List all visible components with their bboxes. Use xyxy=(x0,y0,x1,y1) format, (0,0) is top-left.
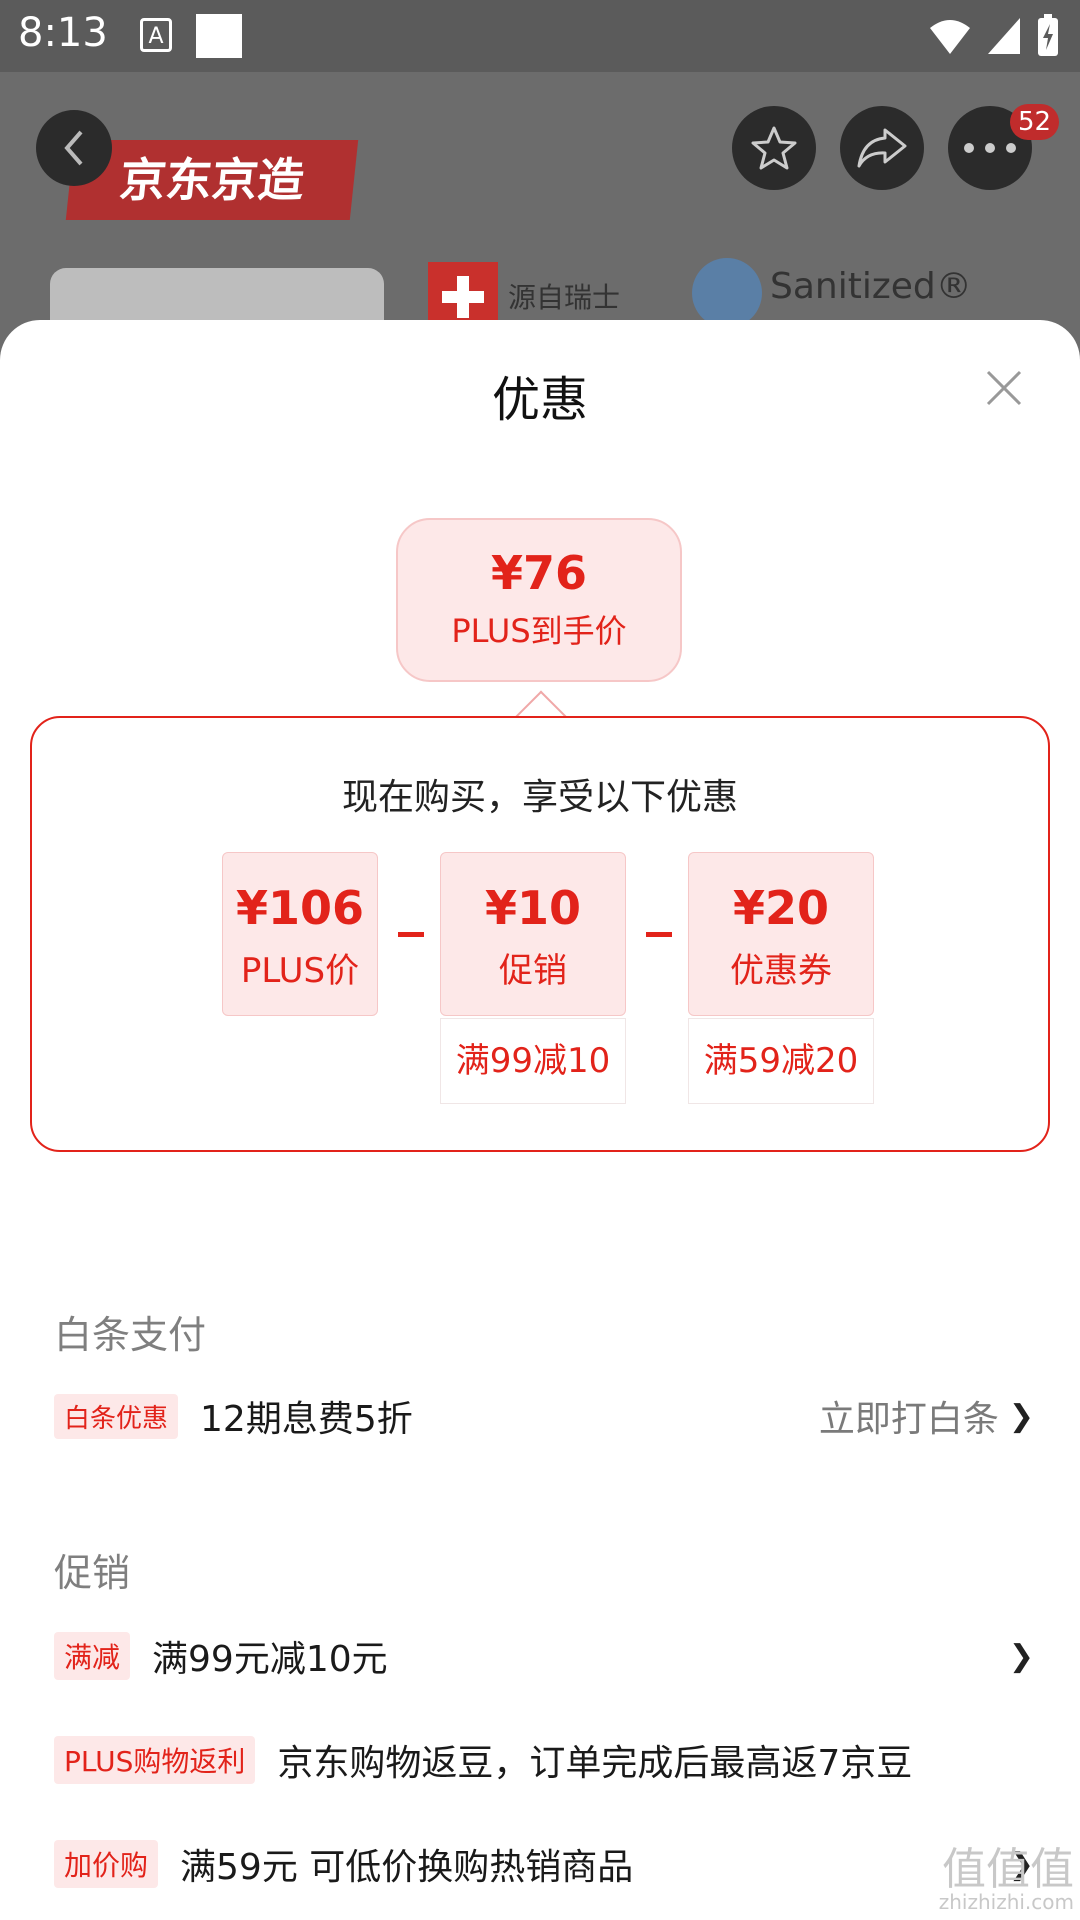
coupon-condition: 满59减20 xyxy=(688,1018,874,1104)
more-badge: 52 xyxy=(1010,104,1060,140)
watermark-main: 值值值 xyxy=(942,1844,1074,1895)
promotion-row-add-on[interactable]: 加价购 满59元 可低价换购热销商品 ❯ xyxy=(54,1834,1034,1894)
minus-sign xyxy=(646,932,672,937)
close-icon xyxy=(986,370,1022,406)
origin-text: 源自瑞士 xyxy=(508,281,621,314)
baitiao-row[interactable]: 白条优惠 12期息费5折 立即打白条 ❯ xyxy=(54,1386,1034,1446)
share-button[interactable] xyxy=(840,106,924,190)
coupon-caption: 优惠券 xyxy=(730,951,832,991)
promotion-caption: 促销 xyxy=(499,951,567,991)
baitiao-text: 12期息费5折 xyxy=(200,1399,413,1440)
sheet-title: 优惠 xyxy=(491,372,588,428)
minus-sign xyxy=(398,932,424,937)
close-button[interactable] xyxy=(980,364,1028,412)
notification-square-icon xyxy=(196,14,242,58)
status-time: 8:13 xyxy=(18,10,108,56)
plus-price-amount: ¥106 xyxy=(235,881,365,935)
final-price-box: ¥76 PLUS到手价 xyxy=(396,518,682,682)
promotion-text: 满59元 可低价换购热销商品 xyxy=(180,1847,634,1888)
price-breakdown: 现在购买，享受以下优惠 ¥106 PLUS价 ¥10 促销 满99减10 ¥20… xyxy=(30,716,1050,1152)
promotion-tag: PLUS购物返利 xyxy=(54,1736,256,1784)
status-icons xyxy=(928,14,1060,58)
coupon-box: ¥20 优惠券 xyxy=(688,852,874,1016)
chevron-right-icon: ❯ xyxy=(1008,1398,1034,1434)
promotion-row-arrow[interactable]: ❯ xyxy=(999,1847,1034,1882)
more-dots-icon xyxy=(964,143,1016,153)
plus-price-box: ¥106 PLUS价 xyxy=(222,852,378,1016)
final-price-label: PLUS到手价 xyxy=(451,612,627,650)
baitiao-action-label: 立即打白条 xyxy=(818,1399,999,1440)
signal-icon xyxy=(988,18,1020,54)
brand2-text: Sanitized® xyxy=(770,266,972,307)
baitiao-section-title: 白条支付 xyxy=(54,1313,207,1357)
baitiao-tag: 白条优惠 xyxy=(54,1393,179,1439)
plus-price-caption: PLUS价 xyxy=(240,951,360,991)
promotion-amount: ¥10 xyxy=(484,881,582,935)
promotion-tag: 满减 xyxy=(54,1632,131,1680)
promotion-section-title: 促销 xyxy=(54,1551,131,1595)
promotion-text: 京东购物返豆，订单完成后最高返7京豆 xyxy=(277,1743,913,1784)
sanitized-logo-icon xyxy=(692,258,762,328)
favorite-button[interactable] xyxy=(732,106,816,190)
baitiao-action[interactable]: 立即打白条 ❯ xyxy=(819,1390,1034,1442)
promotion-row-plus-rebate[interactable]: PLUS购物返利 京东购物返豆，订单完成后最高返7京豆 xyxy=(54,1730,1034,1790)
promotion-tag: 加价购 xyxy=(54,1840,159,1888)
promotion-condition: 满99减10 xyxy=(440,1018,626,1104)
promotion-box: ¥10 促销 xyxy=(440,852,626,1016)
promotion-row-arrow[interactable]: ❯ xyxy=(999,1639,1034,1674)
watermark: 值值值 zhizhizhi.com xyxy=(938,1848,1074,1914)
share-icon xyxy=(857,128,907,168)
notification-a-icon: A xyxy=(140,18,172,52)
promotion-text: 满99元减10元 xyxy=(152,1639,388,1680)
breakdown-title: 现在购买，享受以下优惠 xyxy=(341,777,738,818)
discount-sheet: 优惠 ¥76 PLUS到手价 现在购买，享受以下优惠 ¥106 PLUS价 ¥1… xyxy=(0,320,1080,1920)
wifi-icon xyxy=(930,20,970,54)
star-icon xyxy=(751,126,797,170)
battery-icon xyxy=(1038,14,1058,56)
coupon-amount: ¥20 xyxy=(732,881,830,935)
back-button[interactable] xyxy=(36,110,112,186)
chevron-right-icon: ❯ xyxy=(1008,1638,1034,1674)
final-price-amount: ¥76 xyxy=(490,546,588,600)
watermark-sub: zhizhizhi.com xyxy=(938,1890,1074,1914)
chevron-left-icon xyxy=(64,130,83,166)
status-bar: 8:13 A xyxy=(0,0,1080,72)
chevron-right-icon: ❯ xyxy=(1008,1846,1034,1882)
promotion-row-full-reduction[interactable]: 满减 满99元减10元 ❯ xyxy=(54,1626,1034,1686)
